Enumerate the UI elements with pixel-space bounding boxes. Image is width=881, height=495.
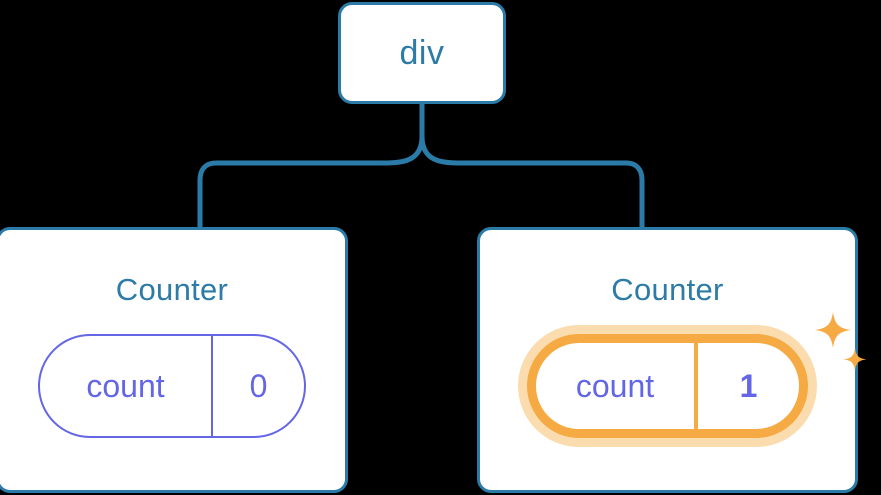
connector-branch-right: [419, 133, 645, 231]
node-counter-right[interactable]: Counter count 1: [477, 227, 867, 493]
sparkle-small-icon: [843, 348, 867, 371]
state-value-left: 0: [211, 336, 304, 436]
state-value-right: 1: [694, 343, 799, 429]
state-pill-left[interactable]: count 0: [38, 334, 306, 438]
node-counter-left-title: Counter: [115, 272, 229, 307]
node-div-label: div: [399, 34, 445, 72]
sparkle-large-icon: [815, 312, 851, 348]
node-div[interactable]: div: [338, 2, 506, 104]
connector-branch-left: [197, 133, 425, 231]
state-pill-right[interactable]: count 1: [527, 334, 808, 438]
state-key-left: count: [86, 368, 165, 404]
state-pill-wrapper-left: count 0: [38, 334, 306, 438]
sparkle-group: [815, 312, 867, 371]
state-pill-wrapper-right: count 1: [527, 312, 867, 438]
state-key-right: count: [575, 368, 655, 404]
node-counter-right-title: Counter: [611, 272, 724, 307]
node-counter-left[interactable]: Counter count 0: [0, 227, 348, 493]
